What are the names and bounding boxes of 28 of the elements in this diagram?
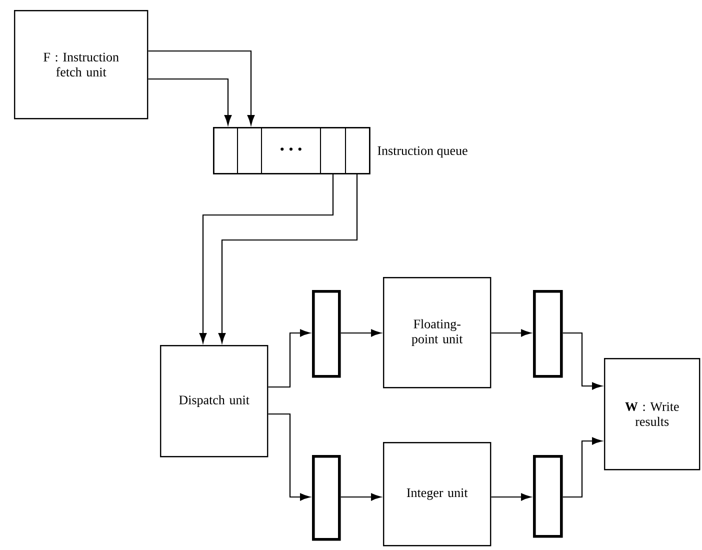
arrow <box>148 50 255 126</box>
queue-slot: • • • <box>261 127 321 174</box>
queue-box <box>213 127 370 174</box>
arrow <box>562 437 602 498</box>
arrow <box>562 332 602 390</box>
queue-slot <box>213 127 238 174</box>
arrow <box>268 413 310 501</box>
buffer-register <box>312 290 341 378</box>
unit-box: W : Write results <box>604 358 700 470</box>
buffer-register <box>533 290 563 378</box>
arrow <box>491 329 532 337</box>
queue-slot <box>237 127 262 174</box>
queue-slot <box>345 127 370 174</box>
arrow <box>340 493 382 501</box>
unit-box: Integer unit <box>383 442 492 546</box>
arrow <box>148 78 232 126</box>
arrow <box>491 493 532 501</box>
unit-box: Floating- point unit <box>383 277 492 388</box>
queue-label: Instruction queue <box>378 146 468 158</box>
arrow <box>199 174 334 344</box>
arrow <box>218 174 358 344</box>
arrow <box>340 329 382 337</box>
queue-slot <box>320 127 346 174</box>
buffer-register <box>533 455 563 538</box>
unit-box: Dispatch unit <box>160 345 268 458</box>
unit-box: F : Instruction fetch unit <box>14 10 148 120</box>
arrow <box>268 329 310 388</box>
buffer-register <box>312 455 341 541</box>
